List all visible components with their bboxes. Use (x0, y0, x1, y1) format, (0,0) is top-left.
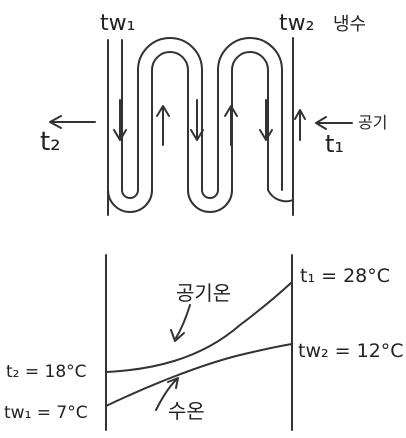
air-label: 공기 (358, 113, 387, 132)
tw2-top-label: tw₂ (279, 11, 314, 36)
tw1-value-label: tw₁ = 7°C (4, 403, 88, 423)
air-temperature-label: 공기온 (176, 281, 231, 305)
t1-value-label: t₁ = 28°C (300, 265, 390, 287)
water-curve-pointer (155, 377, 179, 411)
coil-section: tw₁ tw₂ 냉수 t₂ t₁ 공기 (40, 11, 387, 216)
temperature-graph: 공기온 수온 t₁ = 28°C tw₂ = 12°C t₂ = 18°C tw… (4, 254, 404, 431)
t1-inlet-label: t₁ (325, 130, 344, 158)
t2-outlet-label: t₂ (40, 127, 61, 157)
up-arrow-3 (294, 109, 306, 141)
up-arrow-1 (156, 105, 170, 146)
down-arrow-2 (190, 99, 204, 141)
tw1-top-label: tw₁ (100, 11, 135, 36)
air-inlet-arrow (315, 116, 353, 130)
coil-tube-outer (107, 51, 294, 213)
air-curve-pointer (170, 304, 191, 342)
tw2-value-label: tw₂ = 12°C (298, 340, 404, 362)
coil-tube-inner (121, 37, 283, 199)
t2-value-label: t₂ = 18°C (6, 362, 87, 382)
cold-water-label: 냉수 (333, 14, 366, 35)
down-arrow-1 (113, 99, 127, 141)
air-temperature-curve (105, 281, 293, 373)
up-arrow-2 (224, 105, 238, 146)
air-outlet-arrow (49, 115, 96, 129)
down-arrow-3 (259, 99, 273, 141)
water-temperature-label: 수온 (168, 399, 205, 423)
water-temperature-curve (105, 343, 293, 407)
